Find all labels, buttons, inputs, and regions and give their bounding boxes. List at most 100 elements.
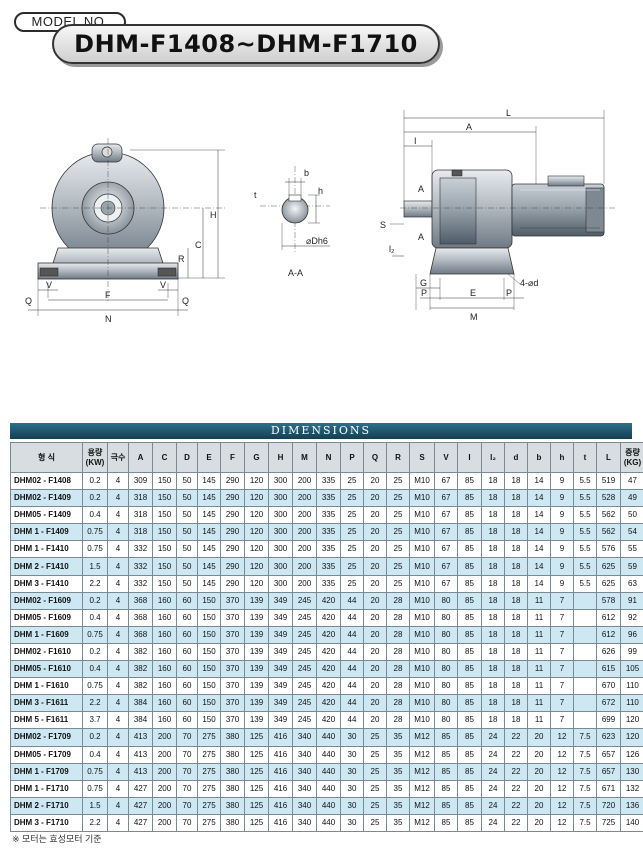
table-cell: 44 xyxy=(340,608,364,627)
table-cell: 35 xyxy=(386,779,410,798)
table-cell: 440 xyxy=(316,762,341,781)
table-cell: 120 xyxy=(244,523,269,542)
table-cell: 612 xyxy=(596,608,621,627)
table-cell: 7 xyxy=(550,677,574,696)
table-cell: 0.2 xyxy=(82,642,108,662)
table-cell: 370 xyxy=(220,694,245,713)
table-cell: 4 xyxy=(107,677,129,696)
table-cell: 28 xyxy=(386,608,410,627)
table-cell: M10 xyxy=(409,608,435,627)
table-cell: 85 xyxy=(457,489,482,508)
table-cell: 120 xyxy=(244,489,269,508)
table-cell: 245 xyxy=(292,642,317,662)
table-cell: 340 xyxy=(292,813,317,832)
table-cell: 20 xyxy=(363,660,387,679)
table-header-cell: I xyxy=(457,442,482,473)
table-cell: 200 xyxy=(292,557,317,576)
table-cell: M10 xyxy=(409,489,435,508)
table-cell: 126 xyxy=(620,745,643,764)
table-cell: 20 xyxy=(363,523,387,542)
table-cell: 18 xyxy=(481,523,505,542)
table-cell: M12 xyxy=(409,779,435,798)
table-cell: 7 xyxy=(550,608,574,627)
model-cell: DHM02 - F1409 xyxy=(10,489,83,508)
table-cell: 9 xyxy=(550,489,574,508)
table-cell: 70 xyxy=(176,779,198,798)
table-cell: 349 xyxy=(268,711,293,730)
table-cell: 335 xyxy=(316,523,341,542)
table-cell: 25 xyxy=(363,745,387,764)
table-cell: 85 xyxy=(434,796,458,815)
table-cell: 20 xyxy=(363,489,387,508)
table-cell: 85 xyxy=(457,642,482,662)
table-cell: 80 xyxy=(434,677,458,696)
table-cell: M10 xyxy=(409,557,435,576)
table-cell xyxy=(573,642,597,662)
table-cell: 54 xyxy=(620,523,643,542)
table-cell: 25 xyxy=(363,779,387,798)
table-cell: 85 xyxy=(434,728,458,747)
table-cell: 670 xyxy=(596,677,621,696)
footnote: ※ 모터는 효성모터 기준 xyxy=(12,834,102,844)
table-header-cell: N xyxy=(316,442,341,473)
table-cell: 160 xyxy=(152,711,177,730)
table-cell: 382 xyxy=(128,642,153,662)
front-view: H C R Q V F V Q N xyxy=(25,138,225,324)
table-cell: 413 xyxy=(128,762,153,781)
table-cell: 290 xyxy=(220,506,245,525)
model-cell: DHM05 - F1409 xyxy=(10,506,83,525)
table-cell: 28 xyxy=(386,591,410,610)
table-cell: 22 xyxy=(504,745,528,764)
table-cell: 139 xyxy=(244,608,269,627)
table-header-cell: 중량(KG) xyxy=(620,442,643,473)
table-cell: 9 xyxy=(550,523,574,542)
table-cell: 18 xyxy=(504,660,528,679)
table-cell: 80 xyxy=(434,694,458,713)
table-cell: 290 xyxy=(220,489,245,508)
table-cell: 335 xyxy=(316,471,341,491)
section-label-dh6: ⌀Dh6 xyxy=(306,236,328,246)
table-cell: 368 xyxy=(128,591,153,610)
table-cell: 125 xyxy=(244,796,269,815)
table-cell: 35 xyxy=(386,762,410,781)
table-cell: 300 xyxy=(268,506,293,525)
table-cell: 7.5 xyxy=(573,796,597,815)
table-cell: 24 xyxy=(481,796,505,815)
table-cell: 44 xyxy=(340,625,364,644)
table-header-cell: F xyxy=(220,442,245,473)
table-cell: 340 xyxy=(292,796,317,815)
table-cell: 18 xyxy=(504,625,528,644)
table-cell xyxy=(573,625,597,644)
side-label-s: S xyxy=(380,220,386,230)
table-cell: 380 xyxy=(220,745,245,764)
table-cell: 60 xyxy=(176,625,198,644)
table-cell: 612 xyxy=(596,625,621,644)
table-cell: 300 xyxy=(268,540,293,559)
table-cell: 20 xyxy=(363,540,387,559)
table-cell: 12 xyxy=(550,745,574,764)
section-label-t: t xyxy=(254,190,257,200)
table-header-cell: S xyxy=(409,442,435,473)
table-cell: 318 xyxy=(128,489,153,508)
table-cell: 380 xyxy=(220,813,245,832)
table-cell: 9 xyxy=(550,574,574,593)
table-cell: 349 xyxy=(268,625,293,644)
table-cell: 275 xyxy=(197,728,221,747)
table-cell: 275 xyxy=(197,762,221,781)
dimensions-banner: DIMENSIONS xyxy=(10,423,632,439)
table-cell: 576 xyxy=(596,540,621,559)
dim-label-q-right: Q xyxy=(182,296,189,306)
table-cell: 7 xyxy=(550,591,574,610)
table-cell: 5.5 xyxy=(573,471,597,491)
table-cell: 349 xyxy=(268,677,293,696)
table-cell: 18 xyxy=(504,642,528,662)
table-cell: 139 xyxy=(244,625,269,644)
table-cell: 300 xyxy=(268,574,293,593)
